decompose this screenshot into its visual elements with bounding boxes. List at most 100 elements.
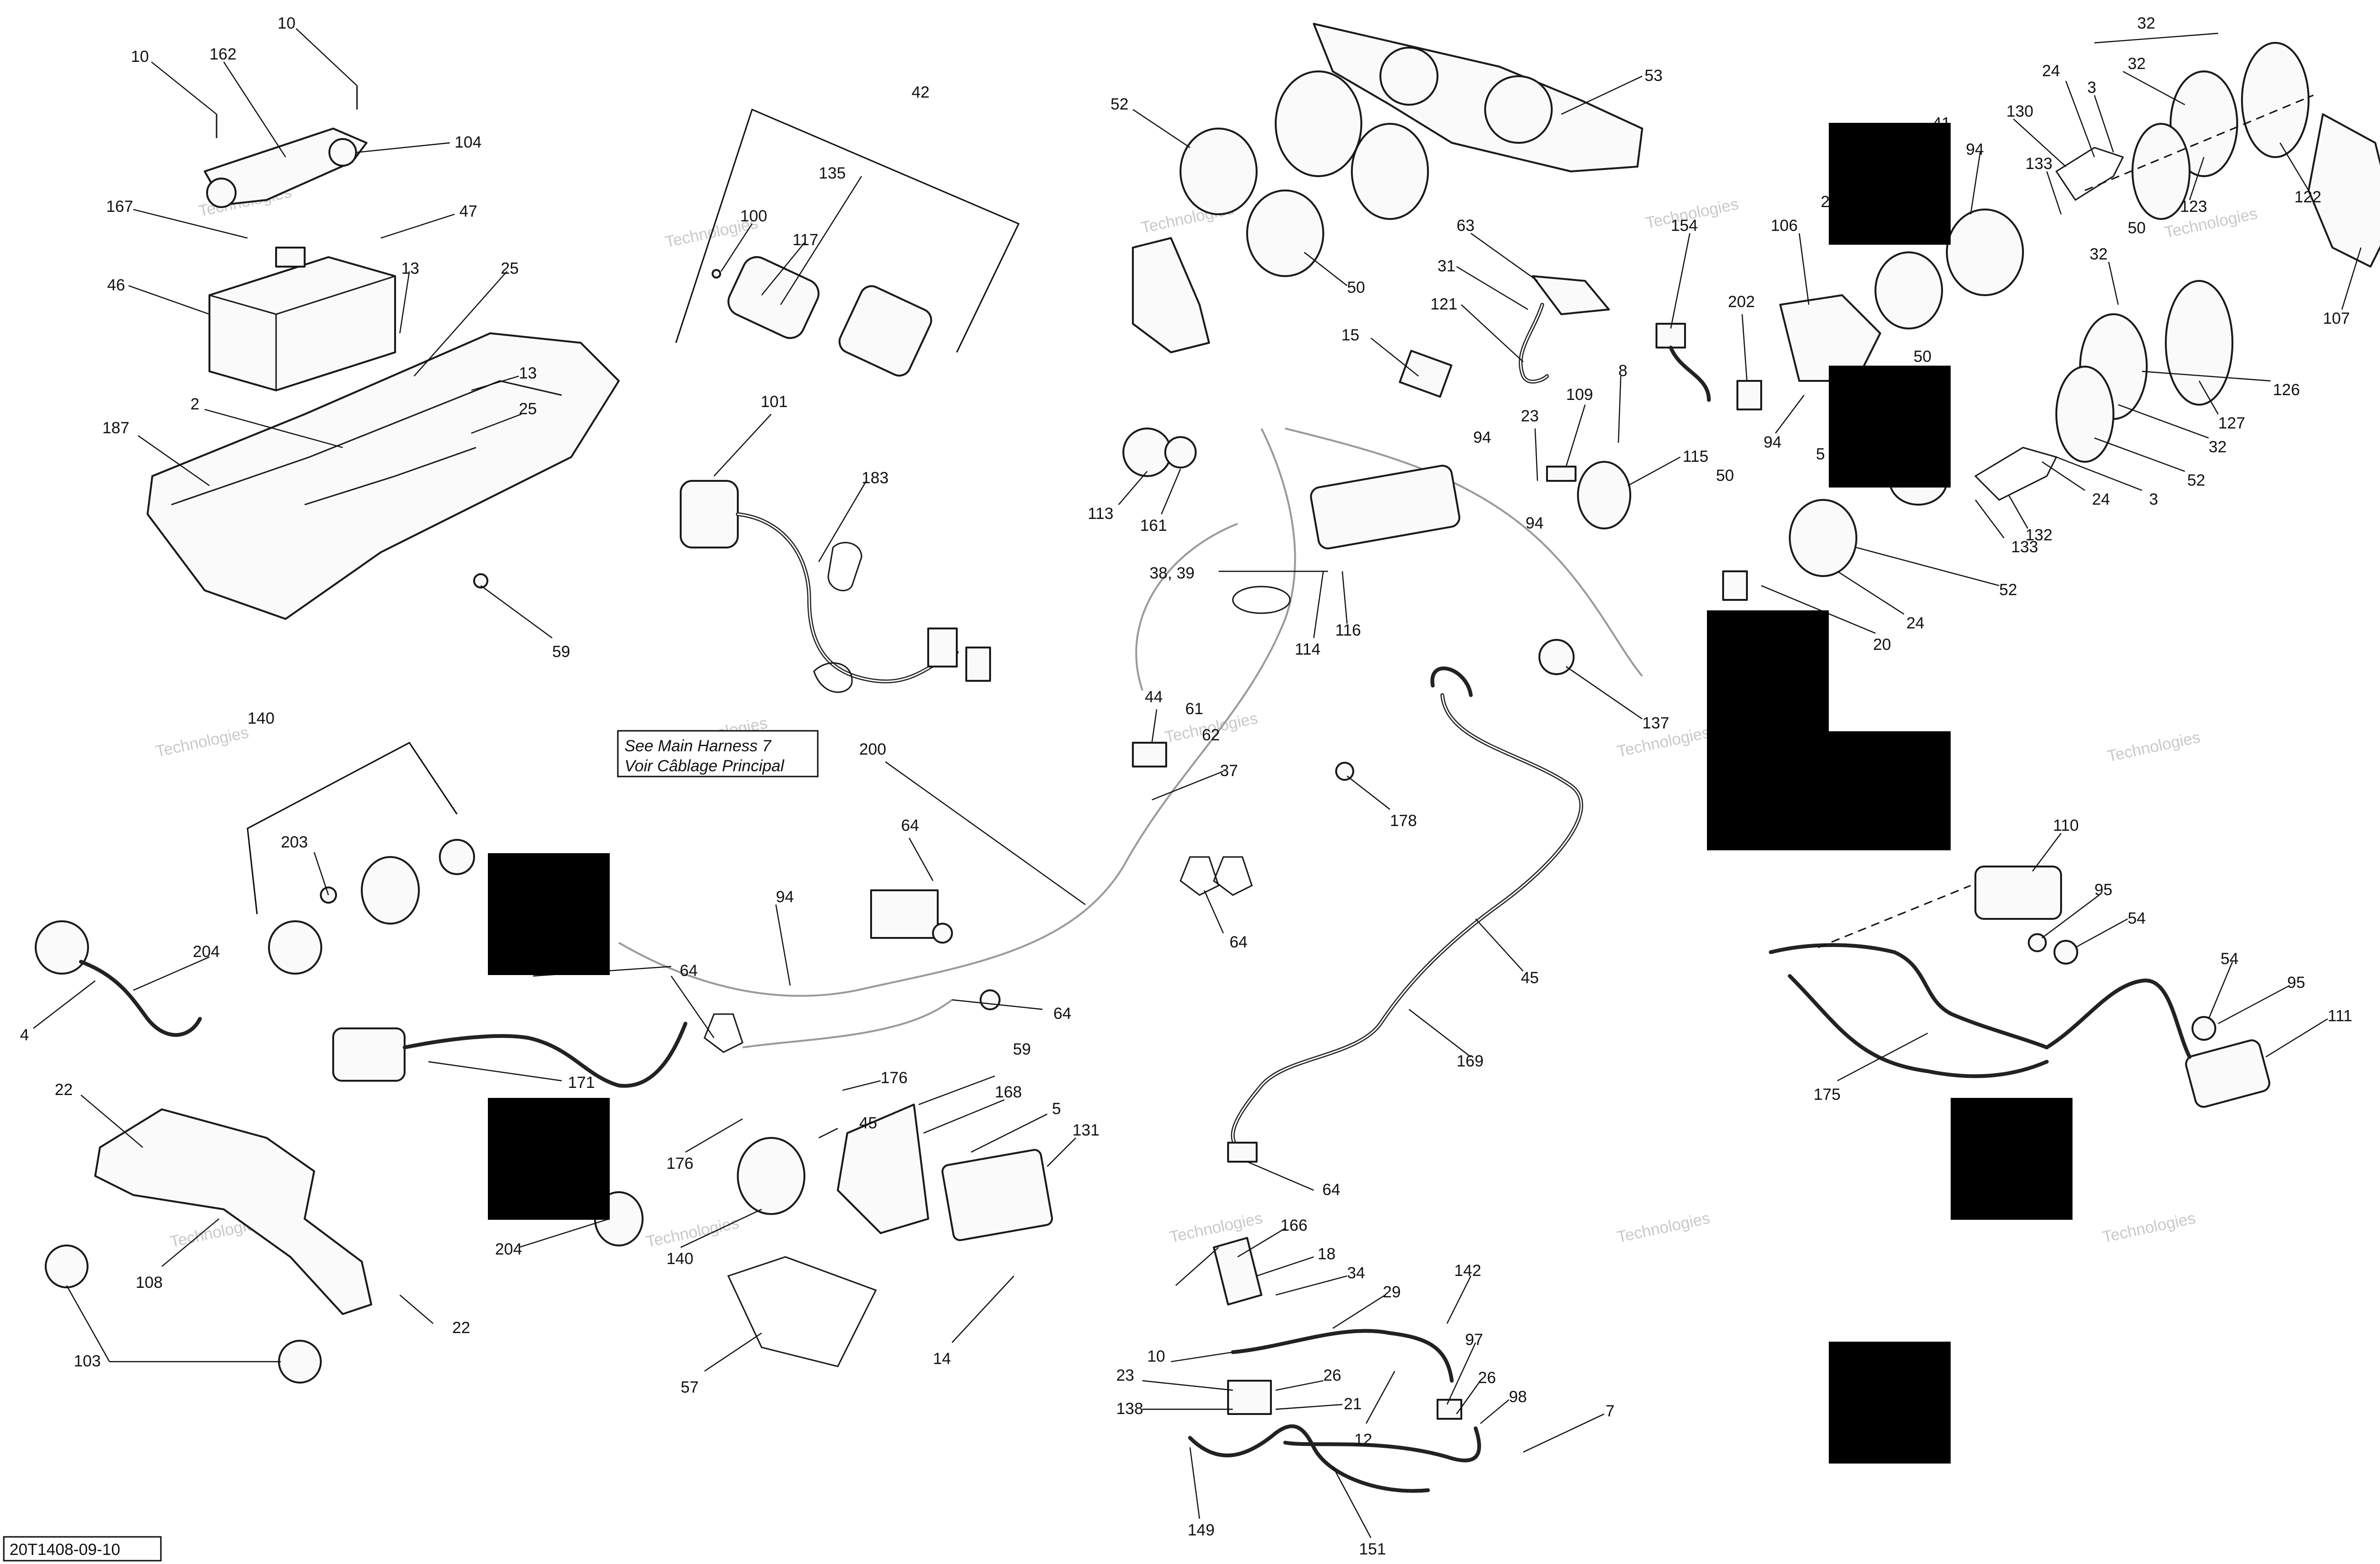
fuse-box-200[interactable] xyxy=(870,889,939,939)
lead-22a xyxy=(80,1095,143,1148)
clip-132[interactable] xyxy=(1974,447,2058,501)
ring-127[interactable] xyxy=(2165,280,2233,406)
callout-127: 127 xyxy=(2218,414,2245,432)
bracket-108[interactable] xyxy=(94,1108,372,1315)
sensor-137[interactable] xyxy=(1538,639,1575,675)
cap-103-right[interactable] xyxy=(278,1340,322,1384)
harness-169-plug[interactable] xyxy=(1227,1142,1258,1163)
callout-34: 34 xyxy=(1347,1264,1365,1282)
headlight-ring-2[interactable] xyxy=(1351,123,1429,220)
harness-183[interactable] xyxy=(736,512,959,684)
connector-101[interactable] xyxy=(680,480,739,548)
nut-54-b[interactable] xyxy=(2192,1016,2216,1041)
reflector[interactable] xyxy=(361,856,420,925)
screw-100[interactable] xyxy=(712,269,721,279)
clip-64-e[interactable] xyxy=(980,989,1001,1010)
cable-clip-2[interactable] xyxy=(813,662,853,693)
harness-175-b[interactable] xyxy=(1788,974,2049,1078)
turn-signal-52[interactable] xyxy=(1789,499,1857,577)
sensor-63[interactable] xyxy=(1532,275,1610,315)
module-15[interactable] xyxy=(1398,349,1453,398)
light-171[interactable] xyxy=(332,1027,406,1082)
fuse-block[interactable] xyxy=(836,282,935,379)
diagram-id-frame xyxy=(3,1536,162,1562)
light-204-left[interactable] xyxy=(35,920,89,975)
push-rivet[interactable] xyxy=(473,573,488,588)
diagram-id-text: 20T1408-09-10 xyxy=(10,1541,120,1559)
wire-171[interactable] xyxy=(403,1022,687,1088)
callout-106: 106 xyxy=(1771,217,1798,235)
lead-168 xyxy=(923,1099,1005,1134)
grommet-38-39[interactable] xyxy=(1232,586,1291,614)
plate-106[interactable] xyxy=(1779,294,1881,382)
bulb-202[interactable] xyxy=(1736,380,1762,410)
harness-183-plug-b[interactable] xyxy=(965,647,991,682)
cable-151[interactable] xyxy=(1283,1426,1481,1463)
lead-14 xyxy=(952,1275,1014,1343)
harness-175-a[interactable] xyxy=(1769,943,2049,1049)
connector-154[interactable] xyxy=(1656,323,1686,349)
clip-64-b[interactable] xyxy=(1213,856,1253,896)
lead-23b xyxy=(1142,1380,1233,1391)
clip-130[interactable] xyxy=(2055,147,2124,201)
harness-183-plug-a[interactable] xyxy=(927,628,958,667)
diagram-id-box: 20T1408-09-10 xyxy=(3,1536,162,1562)
clip-64-d[interactable] xyxy=(932,923,953,944)
fastener-178[interactable] xyxy=(1335,762,1354,781)
washer-95[interactable] xyxy=(2028,933,2047,952)
lead-114 xyxy=(1313,571,1324,638)
switch-161[interactable] xyxy=(1164,436,1197,468)
harness-169-inner xyxy=(1232,694,1582,1153)
regulator-131[interactable] xyxy=(941,1149,1053,1241)
lead-26b xyxy=(1456,1380,1481,1415)
cable-29[interactable] xyxy=(1231,1329,1454,1383)
housing-94[interactable] xyxy=(1946,209,2024,296)
solenoid-138[interactable] xyxy=(1227,1380,1272,1415)
cap-103-left[interactable] xyxy=(45,1245,89,1288)
lens-203[interactable] xyxy=(268,920,322,975)
callout-108: 108 xyxy=(136,1274,163,1292)
battery-tray[interactable] xyxy=(147,332,620,620)
lamp-110[interactable] xyxy=(1974,866,2062,920)
headlight-52[interactable] xyxy=(1180,128,1258,215)
cable-clip[interactable] xyxy=(827,542,863,591)
ring-52[interactable] xyxy=(2055,366,2114,463)
lead-97 xyxy=(1446,1342,1477,1405)
cable-149[interactable] xyxy=(1188,1424,1430,1493)
nut-54[interactable] xyxy=(2053,940,2078,965)
light-140[interactable] xyxy=(737,1137,805,1215)
clip-64-a[interactable] xyxy=(1180,856,1220,896)
connector-44[interactable] xyxy=(1132,742,1167,767)
bracket-168[interactable] xyxy=(837,1104,929,1234)
lamp-111[interactable] xyxy=(2184,1038,2271,1109)
rubber-bumper[interactable] xyxy=(328,138,357,167)
relay-housing[interactable] xyxy=(724,252,823,343)
socket[interactable] xyxy=(439,839,475,875)
callout-54b: 54 xyxy=(2221,950,2239,968)
battery[interactable] xyxy=(208,256,396,391)
turn-signal-50[interactable] xyxy=(1874,251,1943,329)
switch-113[interactable] xyxy=(1122,428,1172,477)
headlight-mount-bracket[interactable] xyxy=(1132,237,1210,353)
headlight-50[interactable] xyxy=(1246,189,1324,277)
part-97[interactable] xyxy=(1437,1399,1462,1420)
ring-122-top[interactable] xyxy=(2241,42,2310,158)
callout-162: 162 xyxy=(209,45,237,63)
bulb-20[interactable] xyxy=(1722,570,1748,601)
watermark-13: Technologies xyxy=(1168,1209,1264,1246)
strap-57[interactable] xyxy=(727,1256,877,1367)
wire-204[interactable] xyxy=(79,960,202,1037)
lead-34 xyxy=(1275,1275,1348,1296)
lead-103a xyxy=(66,1285,110,1362)
callout-200: 200 xyxy=(859,740,886,758)
harness-bundle[interactable] xyxy=(1309,464,1461,550)
ring-50-top[interactable] xyxy=(2132,123,2191,220)
callout-103: 103 xyxy=(74,1352,101,1370)
bracket-166[interactable] xyxy=(1213,1237,1262,1305)
horn-115[interactable] xyxy=(1577,461,1631,529)
clip-64-c[interactable] xyxy=(704,1013,744,1053)
headlight-ring-1[interactable] xyxy=(1275,70,1362,177)
horn-bracket-109[interactable] xyxy=(1546,466,1577,482)
callout-63: 63 xyxy=(1457,217,1475,235)
harness-175-c[interactable] xyxy=(2045,978,2192,1059)
